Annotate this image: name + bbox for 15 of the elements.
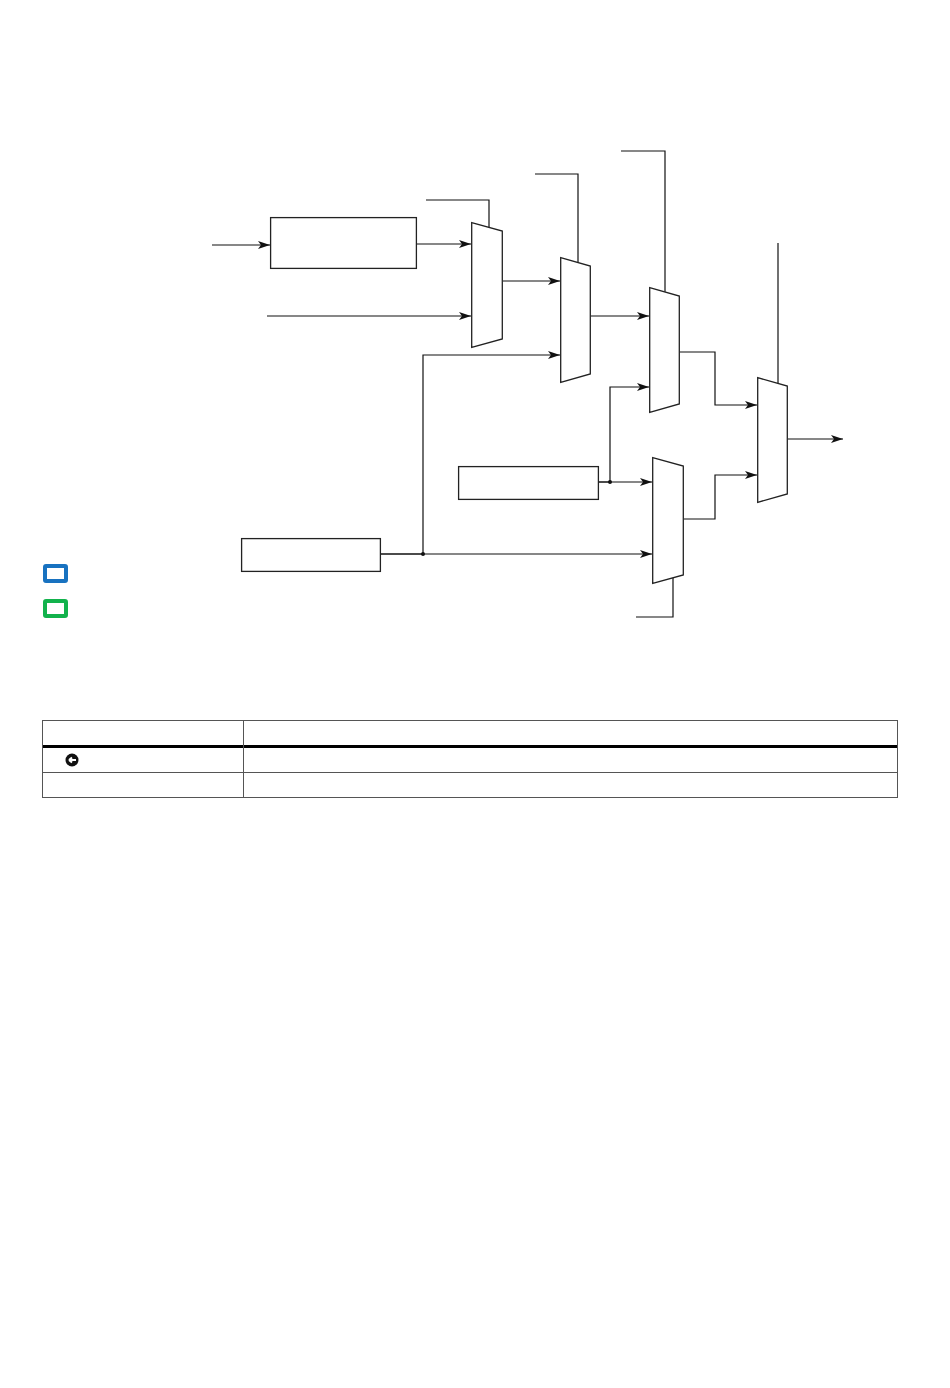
control-line: [534, 173, 579, 263]
arrow: [787, 435, 844, 443]
arrow: [380, 550, 653, 558]
control-line: [620, 150, 666, 293]
arrow: [590, 312, 650, 320]
arrow: [679, 351, 758, 409]
arrow: [683, 471, 758, 520]
arrow: [266, 312, 472, 320]
control-line: [777, 242, 779, 384]
control-line: [635, 577, 674, 618]
arrow: [598, 478, 653, 486]
arrow: [211, 241, 271, 249]
control-line: [425, 199, 490, 228]
arrow: [416, 240, 472, 248]
arrow: [502, 277, 561, 285]
